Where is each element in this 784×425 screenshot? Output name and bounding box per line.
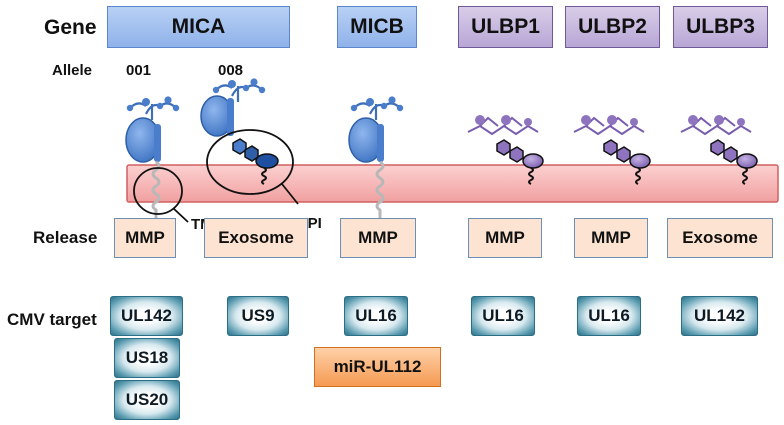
- cmv-target-ulbp1-ul16: UL16: [471, 296, 535, 336]
- cmv-target-micb-ul16: UL16: [344, 296, 408, 336]
- mirna-ul112-box: miR-UL112: [314, 347, 441, 387]
- allele-001: 001: [126, 62, 152, 79]
- gene-ulbp2: ULBP2: [565, 6, 660, 48]
- cmv-target-mica-001-us18: US18: [114, 338, 180, 378]
- cmv-target-ulbp2-ul16: UL16: [577, 296, 641, 336]
- cmv-target-ulbp3-ul142: UL142: [681, 296, 758, 336]
- gpi-callout-circle: [206, 129, 294, 195]
- ulbp3-protein: [680, 114, 758, 185]
- ulbp2-protein: [573, 114, 651, 185]
- allele-008: 008: [218, 62, 244, 79]
- release-ulbp1: MMP: [468, 218, 542, 258]
- cmv-target-row-label: CMV target: [7, 310, 97, 329]
- mica-008-protein: [200, 77, 279, 185]
- cell-membrane: [126, 164, 779, 203]
- gene-mica: MICA: [107, 6, 290, 48]
- gene-ulbp3: ULBP3: [673, 6, 768, 48]
- release-mica-001: MMP: [114, 218, 176, 258]
- mica-001-protein: [125, 95, 181, 245]
- tm-callout-line: [172, 207, 189, 223]
- release-ulbp2: MMP: [574, 218, 648, 258]
- release-mica-008: Exosome: [204, 218, 308, 258]
- gene-row-label: Gene: [44, 16, 97, 39]
- cmv-target-mica-001-us20: US20: [114, 380, 180, 420]
- cmv-target-mica-001-ul142: UL142: [110, 296, 183, 336]
- tm-callout-circle: [133, 167, 183, 215]
- allele-row-label: Allele: [52, 62, 93, 79]
- ulbp1-protein: [467, 114, 544, 185]
- release-micb: MMP: [340, 218, 416, 258]
- micb-protein: [348, 95, 405, 245]
- release-row-label: Release: [33, 228, 98, 247]
- gene-ulbp1: ULBP1: [458, 6, 553, 48]
- gpi-callout-line: [281, 183, 299, 205]
- release-ulbp3: Exosome: [667, 218, 773, 258]
- cmv-target-mica-008-us9: US9: [227, 296, 289, 336]
- gene-micb: MICB: [337, 6, 417, 48]
